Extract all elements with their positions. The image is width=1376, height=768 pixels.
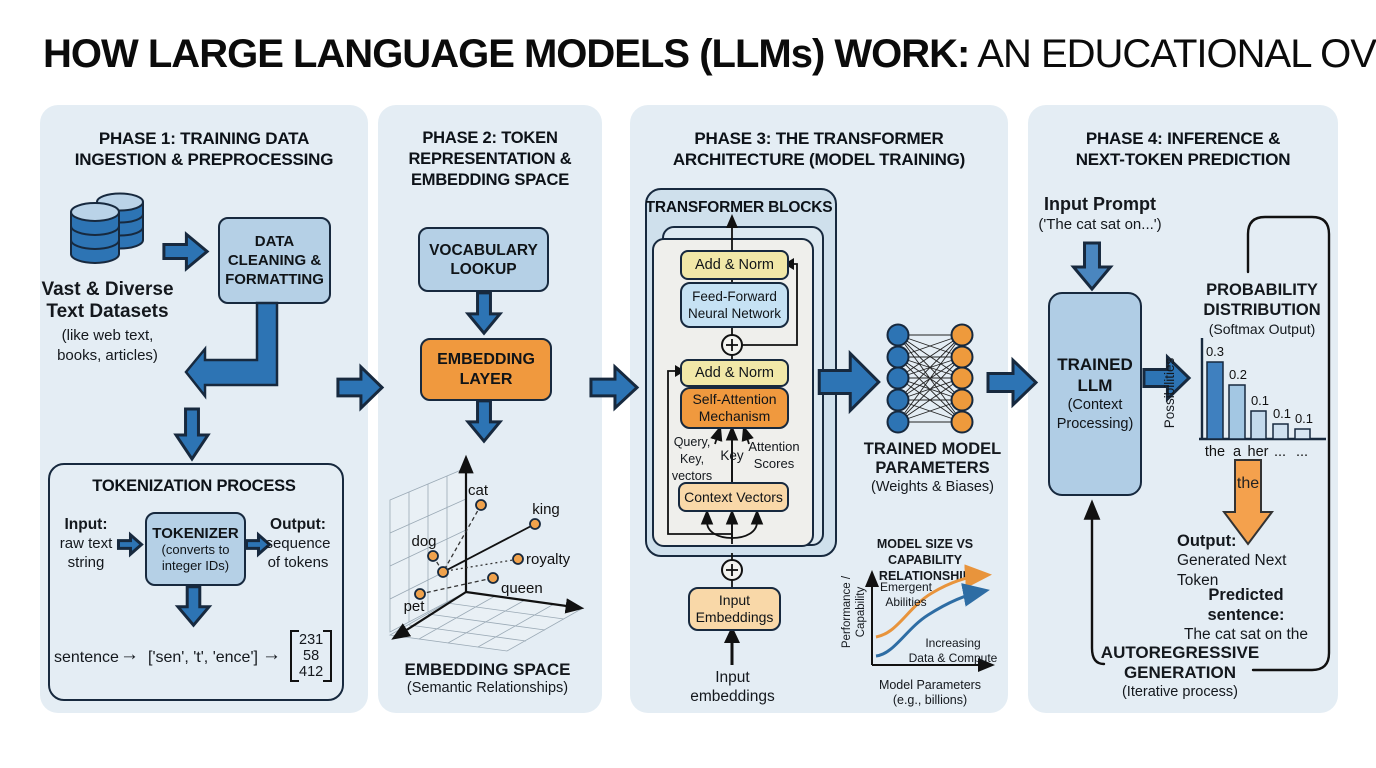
flow-arrow-right-icon — [1143, 353, 1190, 403]
bar-label: her — [1248, 444, 1269, 460]
point-king — [529, 518, 541, 530]
model-size-chart — [865, 564, 995, 672]
arrow-down-icon — [465, 292, 503, 334]
embedding-space-plot: cat king dog royalty queen pet — [388, 454, 585, 652]
page-title-sub: AN EDUCATIONAL OVERVIEW — [977, 32, 1376, 76]
autoregressive-loop — [1083, 215, 1331, 672]
bar-ellipsis-1 — [1272, 423, 1289, 440]
flow-arrow-right-icon — [987, 356, 1037, 409]
token-id-matrix: 231 58 412 — [290, 630, 333, 682]
label-dog: dog — [411, 533, 436, 550]
input-prompt-label: Input Prompt ('The cat sat on...') — [1038, 194, 1162, 233]
model-size-chart-xlabel: Model Parameters (e.g., billions) — [878, 678, 982, 707]
next-token-text: the — [1237, 475, 1259, 492]
page-title: HOW LARGE LANGUAGE MODELS (LLMs) WORK: A… — [43, 32, 1376, 77]
point-pet — [414, 588, 426, 600]
example-arrow-1: → — [120, 644, 139, 665]
embedding-layer-box: EMBEDDING LAYER — [420, 338, 552, 401]
bar-value: 0.1 — [1295, 411, 1313, 426]
bar-value: 0.1 — [1273, 406, 1291, 421]
bar-chart-ylabel: Possibilities — [1162, 357, 1177, 429]
bar-label: ... — [1274, 444, 1286, 460]
arrow-down-icon — [173, 408, 211, 460]
point-cat — [475, 499, 487, 511]
phase2-heading: PHASE 2: TOKEN REPRESENTATION & EMBEDDIN… — [408, 129, 572, 189]
tokenization-box — [48, 463, 344, 701]
bar-label: a — [1233, 444, 1242, 460]
phase4-heading: PHASE 4: INFERENCE & NEXT-TOKEN PREDICTI… — [1075, 129, 1291, 169]
flow-arrow-right-icon — [337, 363, 383, 412]
input-embeddings-label: Input embeddings — [690, 669, 775, 705]
label-cat: cat — [468, 482, 489, 499]
flow-arrow-right-icon — [818, 348, 880, 416]
embedding-space-caption: EMBEDDING SPACE (Semantic Relationships) — [404, 660, 571, 696]
phase1-heading: PHASE 1: TRAINING DATA INGESTION & PREPR… — [74, 129, 334, 169]
vocabulary-lookup-box: VOCABULARY LOOKUP — [418, 227, 549, 292]
label-pet: pet — [404, 598, 426, 615]
label-queen: queen — [501, 580, 543, 597]
model-size-chart-ylabel: Performance / Capability — [841, 575, 867, 649]
bar-label: ... — [1296, 444, 1308, 460]
database-icon — [70, 192, 144, 264]
datasets-label: Vast & Diverse Text Datasets (like web t… — [41, 279, 174, 364]
trained-llm-box: TRAINED LLM (Context Processing) — [1048, 292, 1142, 496]
bar-value: 0.2 — [1229, 367, 1247, 382]
bar-value: 0.1 — [1251, 393, 1269, 408]
flow-arrow-right-icon — [590, 363, 638, 412]
key-label: Key — [720, 448, 744, 463]
arrow-down-icon — [1070, 242, 1114, 290]
probability-distribution-label: PROBABILITY DISTRIBUTION (Softmax Output… — [1203, 281, 1321, 337]
point-dog — [427, 550, 439, 562]
next-token-arrow: the — [1222, 459, 1274, 546]
bar-value: 0.3 — [1206, 344, 1224, 359]
data-cleaning-box: DATA CLEANING & FORMATTING — [218, 217, 331, 304]
trained-parameters-label: TRAINED MODEL PARAMETERS (Weights & Bias… — [863, 440, 1002, 495]
label-king: king — [532, 501, 560, 518]
bar-the — [1206, 361, 1224, 440]
predicted-sentence: Predicted sentence: The cat sat on the — [1183, 586, 1309, 643]
increasing-data-label: Increasing Data & Compute — [908, 636, 998, 665]
output-label: Output: Generated Next Token — [1177, 532, 1287, 589]
elbow-arrow-icon — [184, 301, 279, 400]
arrow-right-icon — [246, 533, 270, 556]
input-embeddings-connector — [721, 553, 743, 665]
qkv-label: Query, Key, vectors — [671, 435, 713, 483]
tokenizer-box: TOKENIZER (converts to integer IDs) — [145, 512, 246, 586]
arrow-down-icon — [465, 400, 503, 442]
context-vectors-box: Context Vectors — [678, 482, 789, 512]
neural-network-icon — [886, 323, 974, 434]
tokenizer-input-label: Input: raw text string — [59, 516, 113, 571]
input-embeddings-box: Input Embeddings — [688, 587, 781, 631]
point-queen — [487, 572, 499, 584]
attention-scores-label: Attention Scores — [748, 439, 800, 471]
add-norm-box-1: Add & Norm — [680, 250, 789, 280]
tokenization-title: TOKENIZATION PROCESS — [92, 477, 296, 495]
tokenizer-output-label: Output: sequence of tokens — [265, 516, 331, 571]
autoregressive-label: AUTOREGRESSIVE GENERATION (Iterative pro… — [1100, 643, 1260, 700]
page-title-main: HOW LARGE LANGUAGE MODELS (LLMs) WORK: — [43, 32, 970, 76]
point-royalty — [512, 553, 524, 565]
label-royalty: royalty — [526, 551, 571, 568]
model-size-chart-title: MODEL SIZE VS CAPABILITY RELATIONSHIP — [876, 537, 974, 583]
arrow-right-icon — [118, 533, 142, 556]
feed-forward-box: Feed-Forward Neural Network — [680, 282, 789, 328]
example-word: sentence — [54, 649, 119, 666]
bar-ellipsis-2 — [1294, 428, 1311, 440]
point-junction — [437, 566, 449, 578]
example-arrow-2: → — [262, 644, 281, 665]
self-attention-box: Self-Attention Mechanism — [680, 387, 789, 429]
bar-label: the — [1205, 444, 1225, 460]
probability-bar-chart: 0.3 0.2 0.1 0.1 0.1 the a her ... ... — [1199, 338, 1326, 460]
emergent-abilities-label: Emergent Abilities — [879, 580, 933, 609]
bar-her — [1250, 410, 1267, 440]
arrow-right-icon — [163, 231, 208, 272]
phase3-heading: PHASE 3: THE TRANSFORMER ARCHITECTURE (M… — [672, 129, 966, 169]
bar-a — [1228, 384, 1246, 440]
transformer-blocks-title: TRANSFORMER BLOCKS — [645, 199, 833, 216]
add-norm-box-2: Add & Norm — [680, 359, 789, 387]
example-tokens: ['sen', 't', 'ence'] — [148, 649, 258, 666]
arrow-down-icon — [175, 586, 212, 626]
